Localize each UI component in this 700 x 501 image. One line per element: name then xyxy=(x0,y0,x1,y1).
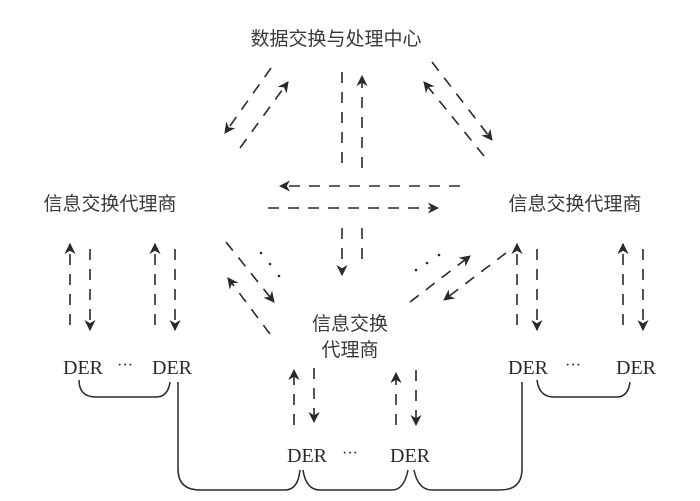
arrow-middle-to-right-agent xyxy=(409,255,471,303)
continuation-dot xyxy=(425,261,429,265)
der-left-1: DER xyxy=(63,357,104,379)
der-middle-ellipsis: ··· xyxy=(342,445,358,462)
arrow-center-to-left xyxy=(224,67,272,134)
middle-agent-label-line2: 代理商 xyxy=(321,339,378,361)
arrow-center-to-right xyxy=(431,61,493,141)
brace-left-group xyxy=(78,379,171,398)
der-right-ellipsis: ··· xyxy=(565,357,581,374)
arrow-left-to-center xyxy=(239,81,289,149)
brace-middle-group xyxy=(302,469,409,491)
arrow-right-to-center xyxy=(423,81,485,157)
continuation-dot xyxy=(268,262,272,266)
continuation-dot xyxy=(277,274,281,278)
middle-agent-label-line1: 信息交换 xyxy=(312,313,388,335)
continuation-dot xyxy=(414,268,418,272)
der-left-ellipsis: ··· xyxy=(117,357,133,374)
der-middle-1: DER xyxy=(287,445,328,467)
continuation-dot xyxy=(259,251,263,255)
der-right-1: DER xyxy=(508,357,549,379)
arrow-middle-to-left-agent xyxy=(227,277,271,335)
der-middle-2: DER xyxy=(390,445,431,467)
brace-middle-to-right xyxy=(413,382,523,491)
continuation-dot xyxy=(437,253,441,257)
brace-left-to-middle xyxy=(177,382,301,491)
arrow-right-agent-to-middle xyxy=(443,252,507,301)
data-center-label: 数据交换与处理中心 xyxy=(250,28,421,50)
left-agent-label: 信息交换代理商 xyxy=(43,193,176,215)
der-right-2: DER xyxy=(616,357,657,379)
right-agent-label: 信息交换代理商 xyxy=(508,193,641,215)
arrow-left-agent-to-middle xyxy=(225,241,275,303)
der-left-2: DER xyxy=(152,357,193,379)
brace-right-group xyxy=(536,379,631,398)
